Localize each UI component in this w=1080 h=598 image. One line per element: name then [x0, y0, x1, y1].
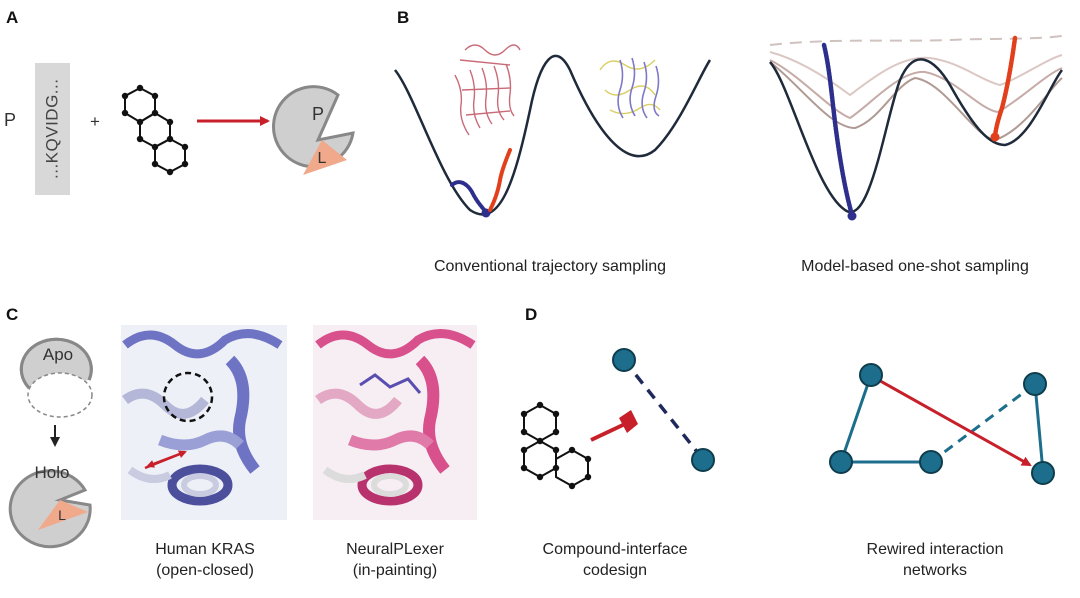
- caption-kras-line2: (open-closed): [156, 562, 254, 579]
- network-node-bottom-middle: [919, 450, 943, 474]
- kras-structure: [121, 325, 287, 520]
- codesign-linker: [590, 422, 626, 442]
- apo-dashed-outline: [27, 372, 93, 418]
- panel-label-c: C: [6, 305, 19, 324]
- ligand-wedge-a: [303, 140, 347, 175]
- caption-conventional-sampling: Conventional trajectory sampling: [433, 258, 667, 275]
- pocket-protein-label: P: [312, 104, 324, 124]
- caption-neuralplexer-line2: (in-painting): [352, 562, 438, 579]
- energy-landscape-right-faint: [769, 35, 1063, 46]
- neuralplexer-structure: [313, 325, 477, 520]
- caption-kras-line1: Human KRAS: [155, 541, 255, 558]
- network-node-top-right: [1023, 372, 1047, 396]
- network-node-top-left: [859, 363, 883, 387]
- codesign-node-bottom: [691, 448, 715, 472]
- network-edge-top-left: [839, 374, 873, 463]
- protein-structure-purple: [617, 57, 660, 119]
- panel-label-d: D: [525, 305, 538, 324]
- network-node-bottom-right: [1031, 461, 1055, 485]
- holo-pocket: [8, 469, 92, 549]
- trajectory-end-red-right: [990, 132, 1000, 142]
- holo-ligand-label: L: [58, 507, 66, 523]
- network-edge-right: [1033, 383, 1045, 473]
- network-edge-dashed: [930, 382, 1036, 464]
- caption-rewired-line1: Rewired interaction: [866, 541, 1004, 558]
- caption-one-shot-sampling: Model-based one-shot sampling: [801, 258, 1029, 275]
- trajectory-red-left: [488, 148, 512, 212]
- apo-label: Apo: [43, 345, 73, 364]
- ligand-molecule-a: [121, 84, 189, 176]
- caption-kras: Human KRAS (open-closed): [115, 539, 295, 581]
- caption-rewired-line2: networks: [902, 562, 968, 579]
- holo-label: Holo: [35, 463, 70, 482]
- caption-codesign-line2: codesign: [582, 562, 648, 579]
- ligand-molecule-d: [520, 401, 592, 490]
- panel-label-b: B: [397, 8, 410, 27]
- network-node-bottom-left: [829, 450, 853, 474]
- panel-label-a: A: [6, 8, 19, 27]
- plus-sign: +: [90, 112, 100, 131]
- caption-rewired: Rewired interaction networks: [830, 539, 1040, 581]
- holo-ligand-wedge: [38, 500, 88, 530]
- protein-structure-red: [454, 44, 521, 136]
- codesign-node-top: [612, 348, 636, 372]
- caption-neuralplexer: NeuralPLexer (in-painting): [305, 539, 485, 581]
- caption-codesign-line1: Compound-interface: [542, 541, 688, 558]
- trajectory-end-blue-right: [847, 211, 857, 221]
- energy-landscape-right-main: [769, 58, 1063, 214]
- energy-landscape-left: [394, 54, 712, 216]
- energy-landscape-right-2: [769, 51, 1063, 97]
- energy-landscape-right-4: [769, 61, 1063, 142]
- caption-codesign: Compound-interface codesign: [510, 539, 720, 581]
- trajectory-red-right: [992, 35, 1018, 139]
- network-rewire-arrow: [874, 376, 1032, 467]
- energy-landscape-right-3: [769, 59, 1063, 120]
- sequence-box: ...KQVIDG...: [35, 63, 70, 195]
- protein-letter: P: [4, 110, 17, 130]
- trajectory-blue-right: [821, 42, 855, 218]
- pocket-ligand-label: L: [318, 150, 327, 167]
- protein-pocket-a: [272, 85, 355, 169]
- codesign-dashed-edge: [622, 358, 704, 460]
- trajectory-blue-left: [450, 180, 488, 214]
- caption-neuralplexer-line1: NeuralPLexer: [346, 541, 444, 558]
- codesign-warhead: [619, 410, 638, 433]
- protein-structure-yellow: [599, 59, 661, 115]
